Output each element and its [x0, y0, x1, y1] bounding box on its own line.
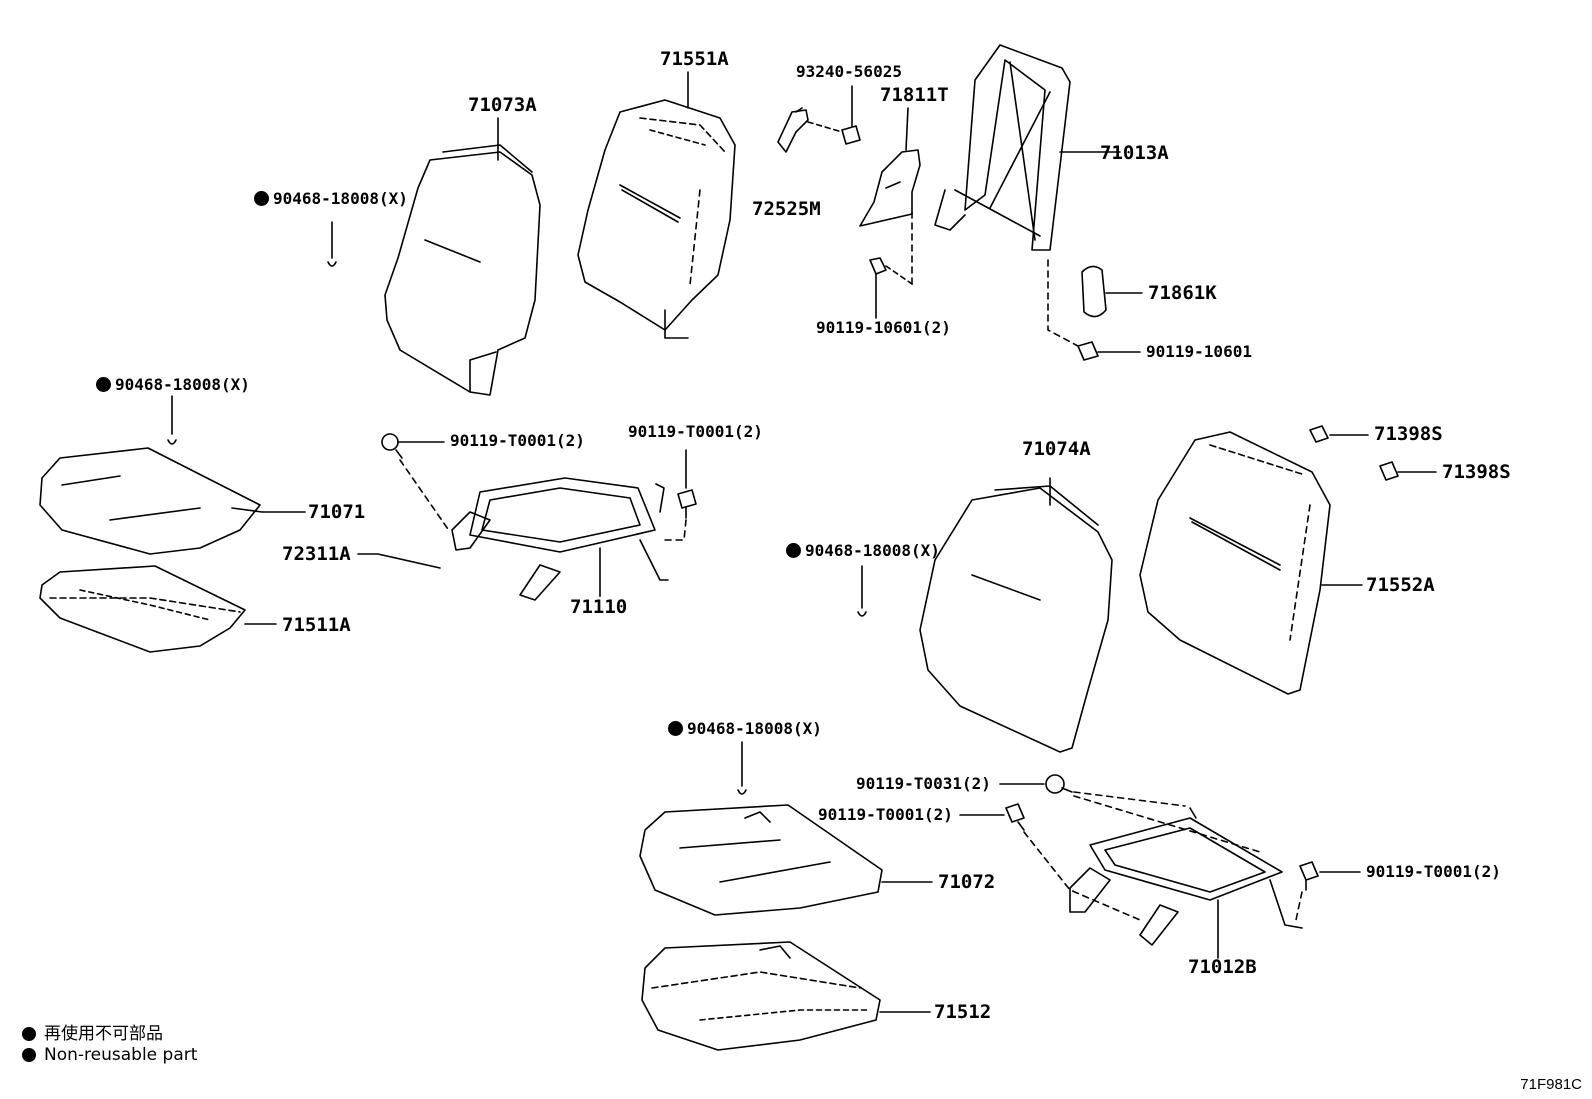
leader-lines — [497, 71, 689, 597]
legend-dot-icon — [22, 1048, 36, 1062]
clip-71398s-b — [1379, 461, 1437, 481]
label-71512: 71512 — [934, 1001, 992, 1023]
seat-pad-71511a — [39, 565, 277, 653]
bolt-90119-10601 — [1047, 259, 1141, 361]
seatback-pad-71551a — [577, 99, 736, 339]
label-71110: 71110 — [570, 596, 628, 618]
bolt-90119-t0031 — [999, 774, 1261, 853]
hog-ring-a — [327, 221, 337, 267]
label-71013a: 71013A — [1100, 142, 1169, 164]
seat-track-71110 — [451, 477, 669, 601]
label-90468-18008-b: 90468-18008(X) — [96, 377, 250, 393]
label-72311a: 72311A — [282, 543, 351, 565]
hog-ring-c — [857, 565, 867, 617]
label-90468-18008-a: 90468-18008(X) — [254, 191, 408, 207]
label-71398s-a: 71398S — [1374, 423, 1443, 445]
legend-dot-icon — [22, 1027, 36, 1041]
label-90119-t0001-a: 90119-T0001(2) — [450, 431, 585, 450]
bolt-90119-t0001-b — [663, 449, 697, 541]
label-71071: 71071 — [308, 501, 366, 523]
label-90119-t0001-b: 90119-T0001(2) — [628, 422, 763, 441]
label-71811t: 71811T — [880, 84, 949, 106]
hinge-cover-71811t — [859, 107, 921, 227]
pointer-72311a — [357, 553, 441, 569]
label-90468-18008-d: 90468-18008(X) — [668, 721, 822, 737]
label-71511a: 71511A — [282, 614, 351, 636]
label-93240-56025: 93240-56025 — [796, 62, 902, 81]
knob-71861k — [1081, 265, 1143, 318]
bolt-90119-10601-2 — [869, 209, 913, 319]
seatback-pad-71552a — [1139, 431, 1363, 695]
bolt-90119-t0001-c — [959, 803, 1141, 921]
hog-ring-b — [167, 395, 177, 445]
hog-ring-d — [737, 741, 747, 795]
clip-71398s-a — [1309, 425, 1369, 443]
seatback-cover-71074a — [919, 477, 1113, 753]
seatback-frame-71013a — [934, 44, 1121, 251]
non-reusable-dot — [96, 377, 111, 392]
seatback-cover-71073a — [384, 144, 541, 396]
seat-pad-71512 — [641, 941, 931, 1051]
diagram-code: 71F981C — [1520, 1076, 1582, 1093]
legend-japanese: 再使用不可部品 — [22, 1019, 163, 1044]
label-90119-t0001-c: 90119-T0001(2) — [818, 805, 953, 824]
label-90119-t0031: 90119-T0031(2) — [856, 774, 991, 793]
bolt-90119-t0001-d — [1295, 861, 1361, 921]
non-reusable-dot — [668, 721, 683, 736]
label-71072: 71072 — [938, 871, 996, 893]
bolt-90119-t0001-a — [381, 433, 451, 533]
label-71398s-b: 71398S — [1442, 461, 1511, 483]
label-71552a: 71552A — [1366, 574, 1435, 596]
legend-english: Non-reusable part — [22, 1045, 197, 1065]
label-72525m: 72525M — [752, 198, 821, 220]
label-71012b: 71012B — [1188, 956, 1257, 978]
label-71074a: 71074A — [1022, 438, 1091, 460]
non-reusable-dot — [254, 191, 269, 206]
label-71551a: 71551A — [660, 48, 729, 70]
lever-72525m — [777, 107, 809, 153]
label-71073a: 71073A — [468, 94, 537, 116]
label-90119-t0001-d: 90119-T0001(2) — [1366, 862, 1501, 881]
seat-cover-71072 — [639, 804, 933, 916]
seat-frame-71012b — [1069, 807, 1303, 959]
label-90119-10601-2: 90119-10601(2) — [816, 318, 951, 337]
label-71861k: 71861K — [1148, 282, 1217, 304]
seat-cover-71071 — [39, 447, 306, 555]
screw-93240-56025 — [807, 85, 861, 145]
label-90468-18008-c: 90468-18008(X) — [786, 543, 940, 559]
non-reusable-dot — [786, 543, 801, 558]
label-90119-10601: 90119-10601 — [1146, 342, 1252, 361]
